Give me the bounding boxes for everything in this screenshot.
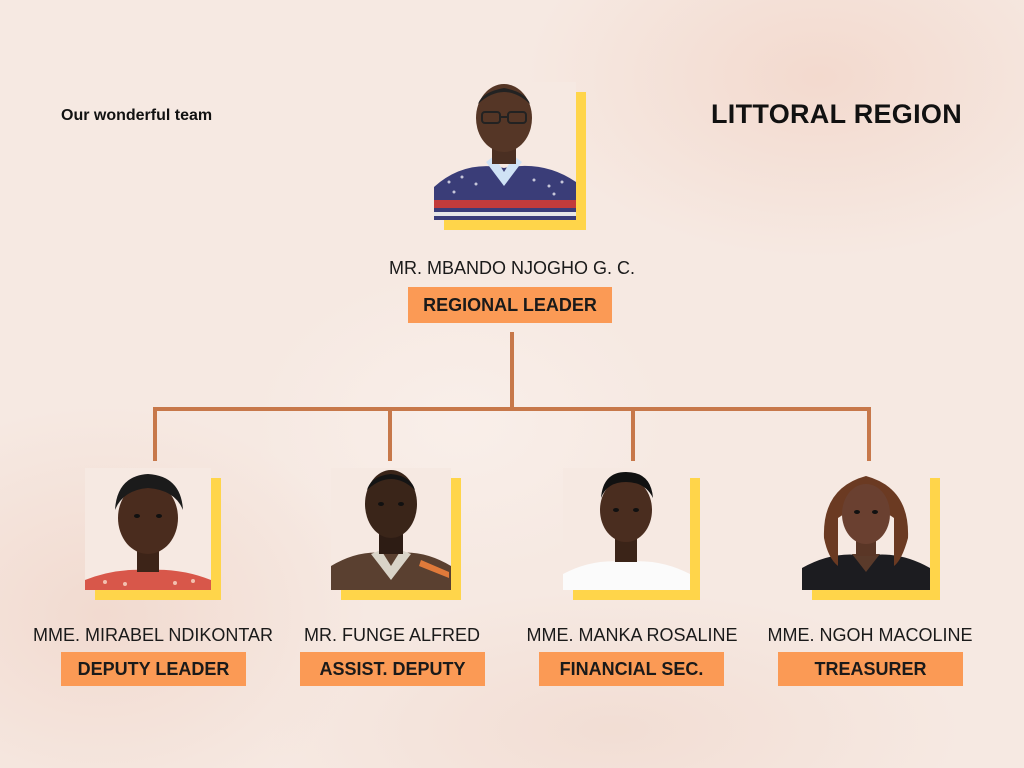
connector-branch-3 (631, 407, 635, 461)
member-name: MME. NGOH MACOLINE (767, 625, 973, 645)
member-photo (563, 468, 700, 600)
region-title: LITTORAL REGION (711, 99, 963, 129)
connector-trunk (510, 332, 514, 410)
member-role-badge: ASSIST. DEPUTY (300, 652, 485, 686)
leader-role-badge: REGIONAL LEADER (408, 287, 612, 323)
connector-branch-1 (153, 407, 157, 461)
member-role-badge: DEPUTY LEADER (61, 652, 246, 686)
member-role-badge: TREASURER (778, 652, 963, 686)
tagline: Our wonderful team (61, 107, 213, 124)
member-photo (85, 468, 221, 600)
connector-branch-2 (388, 407, 392, 461)
member-photo (802, 468, 940, 600)
leader-name: MR. MBANDO NJOGHO G. C. (388, 258, 635, 278)
connector-bar (153, 407, 871, 411)
member-name: MR. FUNGE ALFRED (303, 625, 481, 645)
member-name: MME. MIRABEL NDIKONTAR (32, 625, 274, 645)
connector-branch-4 (867, 407, 871, 461)
member-photo (331, 468, 461, 600)
member-name: MME. MANKA ROSALINE (526, 625, 738, 645)
leader-photo (434, 82, 586, 230)
member-role-badge: FINANCIAL SEC. (539, 652, 724, 686)
